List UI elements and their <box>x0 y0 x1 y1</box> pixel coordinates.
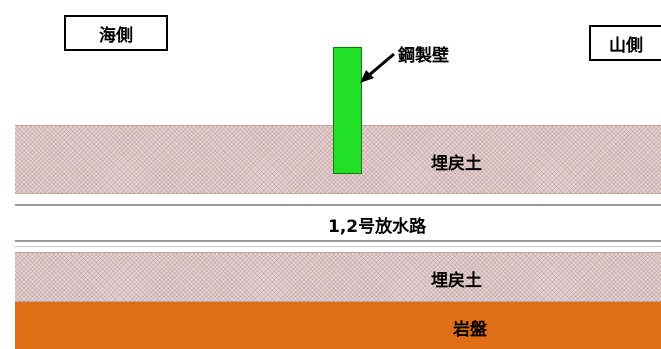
discharge-channel-label: 1,2号放水路 <box>328 217 427 237</box>
backfill-lower-label: 埋戻土 <box>431 271 482 291</box>
backfill-lower-layer <box>15 252 661 302</box>
bedrock-layer <box>15 302 661 349</box>
channel-bottom-inner-line <box>15 246 661 247</box>
bedrock-label: 岩盤 <box>453 320 487 340</box>
arrow-icon <box>360 52 395 83</box>
sea-side-label: 海側 <box>64 15 168 51</box>
channel-bottom-line <box>15 240 661 242</box>
backfill-upper-label: 埋戻土 <box>431 154 482 174</box>
channel-top-line <box>15 204 661 206</box>
mountain-side-label: 山側 <box>589 25 661 61</box>
steel-wall <box>333 47 362 174</box>
steel-wall-label: 鋼製壁 <box>398 46 449 66</box>
